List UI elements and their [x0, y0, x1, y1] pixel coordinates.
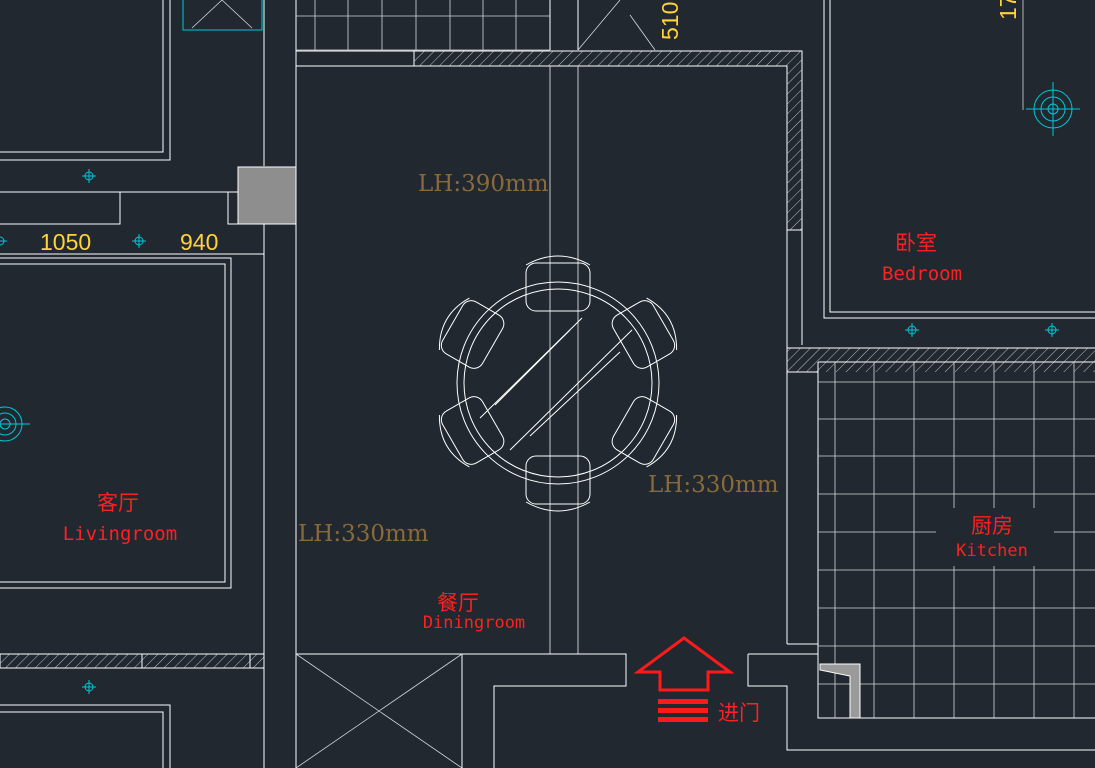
- hatched-wall: [787, 66, 802, 230]
- entrance-arrow-icon: [633, 636, 735, 722]
- dimension-label-510: 510: [657, 2, 683, 40]
- chair-icon: [438, 396, 505, 468]
- kitchen-label-en: Kitchen: [956, 541, 1028, 561]
- chair-icon: [525, 255, 591, 312]
- fixture-marker: [905, 323, 919, 337]
- kitchen-tile-grid: [818, 362, 1095, 718]
- chair-icon: [611, 396, 678, 468]
- dining-room-label-en: Diningroom: [423, 613, 525, 633]
- living-room-label-en: Livingroom: [63, 523, 177, 545]
- chair-icon: [438, 297, 505, 369]
- living-room-label-cn: 客厅: [97, 491, 139, 515]
- bedroom-label-en: Bedroom: [882, 263, 962, 285]
- kitchen: 厨房 Kitchen: [817, 361, 1095, 719]
- top-left-room: [0, 0, 263, 161]
- entrance-label: 进门: [718, 701, 760, 725]
- living-room: 客厅 Livingroom: [0, 257, 265, 768]
- dimension-tick: [0, 236, 7, 246]
- dining-table-icon: [438, 255, 678, 512]
- ceiling-light-icon: [0, 406, 30, 442]
- dimension-marks: 1050 940: [0, 169, 218, 255]
- bedroom-label-cn: 卧室: [895, 231, 937, 255]
- fixture-marker: [82, 169, 96, 183]
- kitchen-label-cn: 厨房: [971, 514, 1013, 538]
- structural-column: [237, 166, 297, 225]
- dining-room-label-cn: 餐厅: [437, 591, 479, 615]
- hatched-wall: [0, 653, 265, 669]
- dimension-label-17: 17: [995, 0, 1021, 20]
- lighting-height-top: LH:390mm: [418, 171, 549, 197]
- dimension-label-940: 940: [180, 229, 218, 255]
- hatched-wall: [787, 348, 1095, 372]
- ceiling-light-icon: [1026, 82, 1080, 136]
- bedroom: 17 卧室 Bedroom: [823, 0, 1095, 337]
- chair-icon: [525, 455, 591, 512]
- dining-room: LH:390mm LH:330mm LH:330mm 餐厅 Diningroom: [295, 50, 1095, 768]
- hatched-wall: [414, 51, 802, 66]
- door-swing-block: [819, 663, 861, 719]
- lighting-height-left: LH:330mm: [298, 521, 429, 547]
- chair-icon: [611, 297, 678, 369]
- fixture-marker: [82, 680, 96, 694]
- dimension-tick: [132, 234, 146, 248]
- fixture-marker: [1045, 323, 1059, 337]
- lighting-height-right: LH:330mm: [648, 472, 779, 498]
- door-cross: [295, 653, 463, 768]
- dimension-label-1050: 1050: [40, 229, 91, 255]
- top-center-area: 510: [296, 0, 683, 51]
- left-wall-segments: [0, 0, 297, 768]
